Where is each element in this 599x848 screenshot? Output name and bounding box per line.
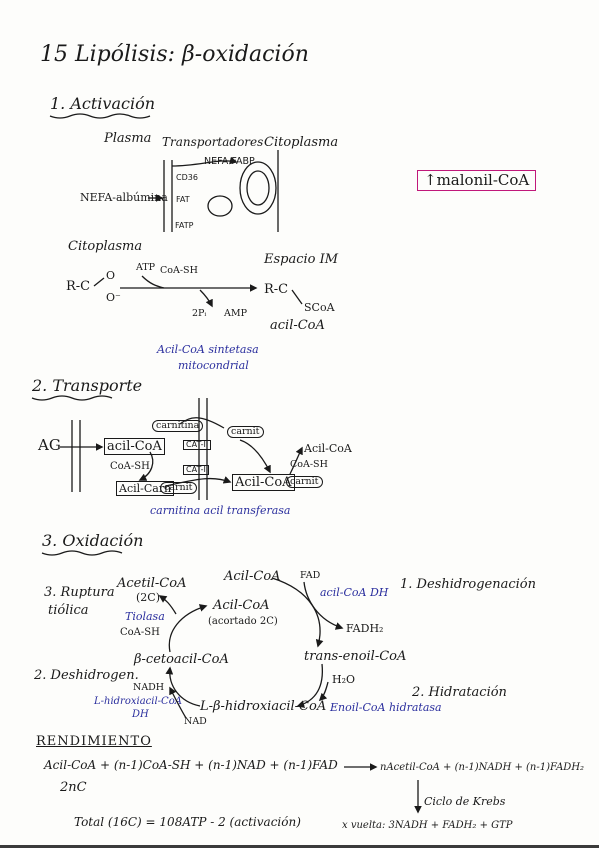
label-rc-left: R-C [66,279,91,294]
fabp-arrow [171,156,238,167]
label-nefa-albumina: NEFA-albúmina [80,191,168,204]
mitochondrion-inner [246,170,270,206]
label-l-beta-hidroxiacil-coa: L-β-hidroxiacil-CoA [200,699,327,714]
label-coash-right: CoA-SH [290,459,328,470]
label-amp: AMP [224,308,247,319]
cat-i-label: CAT-I [183,465,209,475]
page-title: 15 Lipólisis: β-oxidación [40,42,309,67]
label-rc-right: R-C [264,282,289,297]
equation-left: Acil-CoA + (n-1)CoA-SH + (n-1)NAD + (n-1… [44,758,338,772]
label-o-top: O [106,269,116,282]
box-acil-coa-left: acil-CoA [104,438,165,455]
bottom-edge [0,845,599,848]
mitochondrion-small [207,195,233,217]
label-fat: FAT [176,195,190,204]
label-acetil-coa: Acetil-CoA [117,576,187,591]
enzyme-carnitina-acil-transferasa: carnitina acil transferasa [150,504,291,517]
equation-right: nAcetil-CoA + (n-1)NADH + (n-1)FADH₂ [380,762,585,773]
label-fadh2: FADH₂ [346,622,384,635]
s2-acil-out-arrow [289,446,303,475]
label-beta-cetoacil-coa: β-cetoacil-CoA [134,652,229,667]
pill-carnit-top: carnit [227,426,264,438]
section-2-heading: 2. Transporte [32,376,143,395]
label-espacio-im: Espacio IM [264,252,339,267]
acetil-arrow [158,595,177,615]
label-nad: NAD [184,716,207,727]
label-acil-coa-out: Acil-CoA [304,442,352,455]
cycle-arc-1 [271,577,324,648]
pi-amp-arrow [199,289,213,308]
pill-carnit-right: carnit [286,476,323,488]
label-cd36: CD36 [176,173,198,182]
label-total: Total (16C) = 108ATP - 2 (activación) [74,815,301,829]
label-fad: FAD [300,570,321,581]
label-fatp: FATP [175,221,194,230]
atp-arrow [141,275,165,289]
enzyme-mitocondrial: mitocondrial [178,359,249,372]
heading-1-underline [49,113,151,119]
mitochondrion-large [239,161,277,215]
enzyme-enoil-coa-hidratasa: Enoil-CoA hidratasa [330,701,442,714]
label-acil-coa: acil-CoA [270,318,325,333]
h2o-arrow [318,681,329,702]
step-1-deshidrogenacion: 1. Deshidrogenación [400,577,536,592]
label-2pi: 2Pᵢ [192,308,207,319]
label-2c: (2C) [136,591,160,604]
section-1-heading: 1. Activación [50,94,156,113]
s2-coash-arrow [138,451,154,481]
rc-o-bond [93,277,105,287]
label-center-acortado: (acortado 2C) [208,616,278,627]
heading-3-underline [41,550,123,556]
cycle-arc-3 [165,666,201,707]
s2-carnitina-arc [179,417,225,429]
label-nadh: NADH [133,682,165,693]
enzyme-dh: DH [132,709,149,720]
label-trans-enoil-coa: trans-enoil-CoA [304,649,407,664]
label-scoa: SCoA [304,301,335,314]
rendimiento-heading: RENDIMIENTO [36,734,152,749]
label-2nc: 2nC [60,780,87,795]
heading-2-underline [31,395,113,401]
label-transportadores: Transportadores [162,135,264,149]
enzyme-l-hidroxiacil-coa: L-hidroxiacil-CoA [94,696,182,707]
box-acil-carn-left: Acil-Carn [116,481,175,496]
s2-carn-arrow [165,476,232,487]
label-atp: ATP [136,262,156,273]
label-o-bottom: O⁻ [106,291,121,304]
fad-arrow [303,581,344,630]
label-coash-s3: CoA-SH [120,627,160,638]
enzyme-acil-coa-dh: acil-CoA DH [320,586,389,599]
enzyme-acil-coa-sintetasa: Acil-CoA sintetasa [157,343,259,356]
label-citoplasma: Citoplasma [68,239,143,254]
step-3-ruptura: 3. Ruptura [44,585,115,600]
s2-carnit-return [239,439,271,474]
label-coash-left: CoA-SH [110,461,150,472]
label-coash: CoA-SH [160,265,198,276]
step-2-hidratacion: 2. Hidratación [412,685,507,700]
section-3-heading: 3. Oxidación [42,531,144,550]
pill-carnit-mid: carnit [160,482,197,494]
step-3-tiolica: tiólica [48,603,89,618]
label-center-acil-coa: Acil-CoA [213,598,270,613]
cycle-arc-4 [168,604,208,653]
label-ciclo-krebs: Ciclo de Krebs [424,795,506,808]
label-citoplasma-top: Citoplasma [264,135,339,150]
cat-ii-label: CAT-II [183,440,212,450]
rc-scoa-bond [291,289,303,305]
enzyme-tiolasa: Tiolasa [125,610,165,623]
label-x-vuelta: x vuelta: 3NADH + FADH₂ + GTP [342,820,513,831]
step-2-deshidrogen: 2. Deshidrogen. [34,668,139,683]
nad-arrow [169,686,187,719]
pill-carnitina: carnitina [152,420,204,432]
label-plasma: Plasma [104,131,152,146]
cycle-arc-2 [296,663,324,708]
label-h2o: H₂O [332,673,356,686]
label-acil-coa-top: Acil-CoA [224,569,281,584]
label-ag: AG [38,436,61,454]
malonil-coa-box: ↑malonil-CoA [417,170,537,191]
box-acil-coa-right: Acil-CoA [232,474,295,491]
